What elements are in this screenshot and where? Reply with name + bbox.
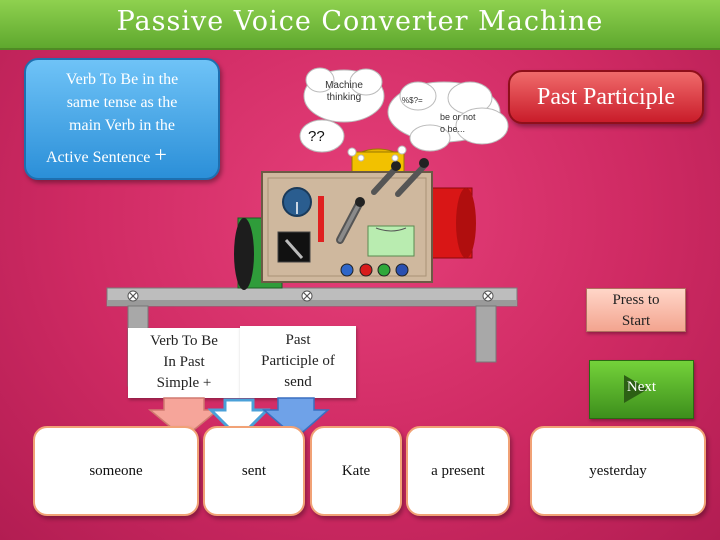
hint-1-line3: Simple + (156, 375, 212, 391)
rule-box-verb-to-be[interactable]: Verb To Be in the same tense as the main… (24, 58, 220, 180)
press-to-start-button[interactable]: Press to Start (586, 288, 686, 332)
question-marks-text: ?? (308, 128, 325, 145)
rule-line-4: Active Sentence + (46, 143, 167, 169)
hint-box-past-participle: Past Participle of send (240, 326, 356, 398)
symbols-text: %$?= (402, 96, 423, 105)
hint-2-line1: Past (285, 332, 311, 348)
hamlet-text-line2: o be... (440, 124, 466, 134)
hint-2-line3: send (284, 374, 312, 390)
next-button-label: Next (626, 379, 657, 395)
answer-box-someone[interactable]: someone (33, 426, 199, 516)
plus-sign: + (154, 142, 167, 167)
start-button-line1: Press to (612, 292, 660, 308)
rule-line-1: Verb To Be in the (65, 71, 179, 88)
machine-thinking-text: Machine thinking (325, 80, 363, 103)
past-participle-box[interactable]: Past Participle (508, 70, 704, 124)
hint-2-line2: Participle of (261, 353, 335, 369)
rule-line-3: main Verb in the (69, 117, 175, 134)
rule-line-2: same tense as the (66, 94, 178, 111)
hint-box-verb-to-be: Verb To Be In Past Simple + (128, 328, 240, 398)
answer-box-a-present[interactable]: a present (406, 426, 510, 516)
answer-box-sent[interactable]: sent (203, 426, 305, 516)
hint-1-line1: Verb To Be (150, 333, 218, 349)
rule-box-text: Verb To Be in the same tense as the main… (26, 68, 218, 137)
rule-line-4-text: Active Sentence (46, 149, 151, 166)
answer-box-kate[interactable]: Kate (310, 426, 402, 516)
hamlet-text-line1: be or not (440, 112, 476, 122)
page-title: Passive Voice Converter Machine (116, 6, 604, 37)
play-arrow-icon (624, 375, 648, 403)
start-button-line2: Start (621, 313, 651, 329)
hint-1-line2: In Past (163, 354, 205, 370)
answer-box-yesterday[interactable]: yesterday (530, 426, 706, 516)
title-bar: Passive Voice Converter Machine (0, 0, 720, 50)
next-button[interactable]: Next (589, 360, 694, 419)
